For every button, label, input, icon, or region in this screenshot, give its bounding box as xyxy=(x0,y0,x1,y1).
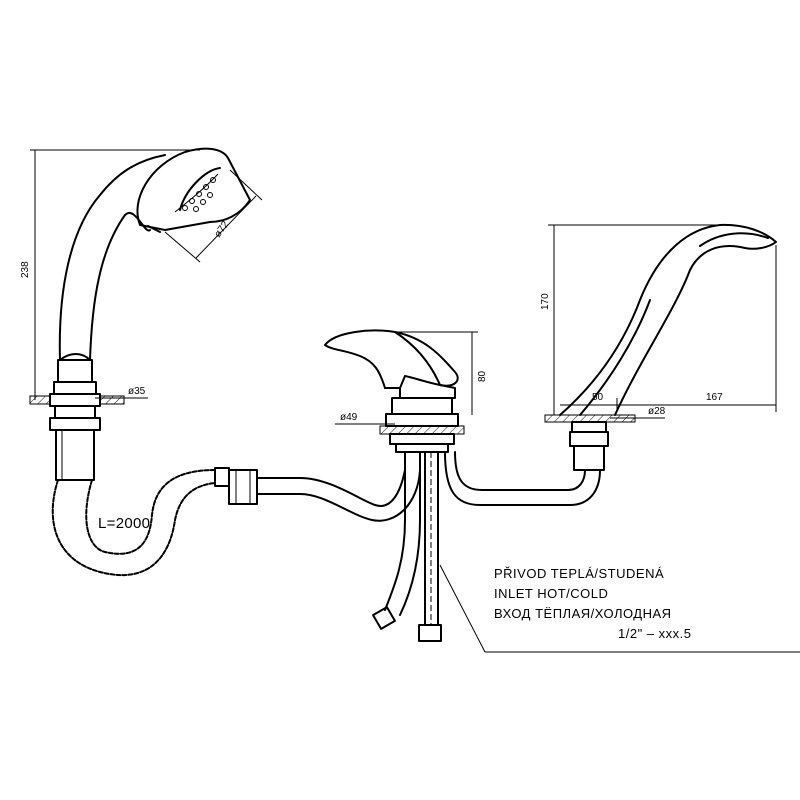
hand-shower xyxy=(29,147,251,481)
hose-length-label: L=2000 xyxy=(98,515,150,532)
dim-167-label: 167 xyxy=(706,392,723,403)
dimension-49: ø49 xyxy=(335,412,395,425)
dim-170-label: 170 xyxy=(540,293,551,310)
dim-35-label: ø35 xyxy=(128,386,146,397)
dim-49-label: ø49 xyxy=(340,412,358,423)
dim-238-label: 238 xyxy=(20,261,31,278)
dim-50-label: 50 xyxy=(592,392,604,403)
dimension-238: 238 xyxy=(20,149,200,400)
dim-80-label: 80 xyxy=(477,370,488,382)
dimension-72: ø72 xyxy=(164,169,263,263)
dimension-170: 170 xyxy=(540,224,720,415)
flexible-hose xyxy=(51,467,421,577)
bath-spout xyxy=(544,223,777,471)
inlet-note-line-en: INLET HOT/COLD xyxy=(494,586,608,601)
dimension-28: ø28 xyxy=(610,406,666,419)
dim-28-label: ø28 xyxy=(648,406,666,417)
inlet-note-line-cz: PŘIVOD TEPLÁ/STUDENÁ xyxy=(494,566,664,581)
dimension-167: 50 167 xyxy=(560,245,777,412)
inlet-note-thread: 1/2" – xxx.5 xyxy=(618,626,691,641)
inlet-note: PŘIVOD TEPLÁ/STUDENÁ INLET HOT/COLD ВХОД… xyxy=(439,564,800,653)
dimension-35: ø35 xyxy=(95,386,148,399)
mixer-valve xyxy=(324,329,601,642)
dimension-80: 80 xyxy=(395,331,488,415)
inlet-note-line-ru: ВХОД ТЁПЛАЯ/ХОЛОДНАЯ xyxy=(494,606,672,621)
